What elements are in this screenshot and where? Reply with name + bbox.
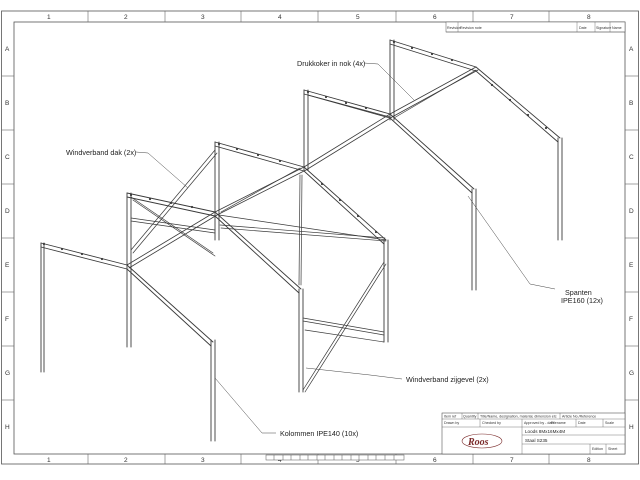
row-label-right-d: D [629,208,634,215]
tb-approved-by: Approved by - date [524,421,554,425]
revision-col-revision: Revision [447,26,461,30]
tb-scale: Scale [605,421,614,425]
col-label-top-5: 5 [356,14,360,21]
tb-description: Title/Name, designation, material, dimen… [480,415,557,419]
revision-table: Revision Revision note Date Signature Na… [445,21,626,33]
tb-drawn-by: Drawn by [444,421,459,425]
label-spanten-profile: IPE160 (12x) [561,296,603,305]
row-label-right-a: A [629,46,634,53]
revision-col-name: Name [612,26,622,30]
tb-item-ref: Item ref [444,415,456,419]
row-label-left-h: H [5,424,10,431]
leader-lines [135,62,556,434]
col-label-top-1: 1 [47,14,51,21]
tb-checked-by: Checked by [482,421,501,425]
label-spanten: Spanten [565,288,592,297]
label-windverband-zijgevel: Windverband zijgevel (2x) [406,375,489,384]
col-label-top-2: 2 [124,14,128,21]
columns [40,39,563,442]
row-label-right-e: E [629,262,634,269]
tb-edition: Edition [592,447,603,451]
col-label-top-4: 4 [278,14,282,21]
label-drukkoker-in-nok: Drukkoker in nok (4x) [297,59,365,68]
col-label-bottom-2: 2 [124,457,128,464]
col-label-bottom-6: 6 [433,457,437,464]
row-label-left-a: A [5,46,10,53]
col-label-top-8: 8 [587,14,591,21]
row-label-left-d: D [5,208,10,215]
col-label-top-6: 6 [433,14,437,21]
row-label-left-f: F [5,316,9,323]
revision-col-note: Revision note [460,26,482,30]
col-label-bottom-3: 3 [201,457,205,464]
row-label-left-g: G [5,370,10,377]
row-label-right-g: G [629,370,634,377]
tb-quantity: Quantity [463,415,477,419]
row-label-right-h: H [629,424,634,431]
label-windverband-dak: Windverband dak (2x) [66,148,136,157]
row-label-right-c: C [629,154,634,161]
row-label-left-e: E [5,262,10,269]
tb-article: Article No./Reference [562,415,596,419]
ridge-struts [126,66,479,269]
tb-sheet: Sheet [608,447,617,451]
tb-filename: Filename [551,421,566,425]
tb-date: Date [578,421,586,425]
col-label-bottom-5: 5 [356,457,360,464]
rafters [40,39,561,347]
row-label-right-f: F [629,316,633,323]
col-label-bottom-1: 1 [47,457,51,464]
row-label-left-b: B [5,100,9,107]
border-ticks [1,11,639,464]
tb-title: Loods 8Mx16Mx4M [525,429,565,434]
col-label-bottom-7: 7 [510,457,514,464]
tb-material: Staal S235 [525,438,548,443]
col-label-top-7: 7 [510,14,514,21]
steel-frame-structure [40,39,563,442]
row-label-right-b: B [629,100,633,107]
company-logo: Roos [461,433,503,449]
bolt-dots [42,40,548,261]
col-label-bottom-4: 4 [278,457,282,464]
revision-col-signature: Signature [596,26,611,30]
side-wall-bracing [302,261,387,393]
logo-text: Roos [467,437,489,448]
revision-col-date: Date [579,26,587,30]
inner-frame [13,21,626,455]
scale-bar [265,454,405,461]
outer-frame [1,10,639,465]
col-label-bottom-8: 8 [587,457,591,464]
col-label-top-3: 3 [201,14,205,21]
title-block: Item ref Quantity Title/Name, designatio… [441,412,626,455]
row-label-left-c: C [5,154,10,161]
label-kolommen: Kolommen IPE140 (10x) [280,429,358,438]
roof-bracing [130,69,477,286]
